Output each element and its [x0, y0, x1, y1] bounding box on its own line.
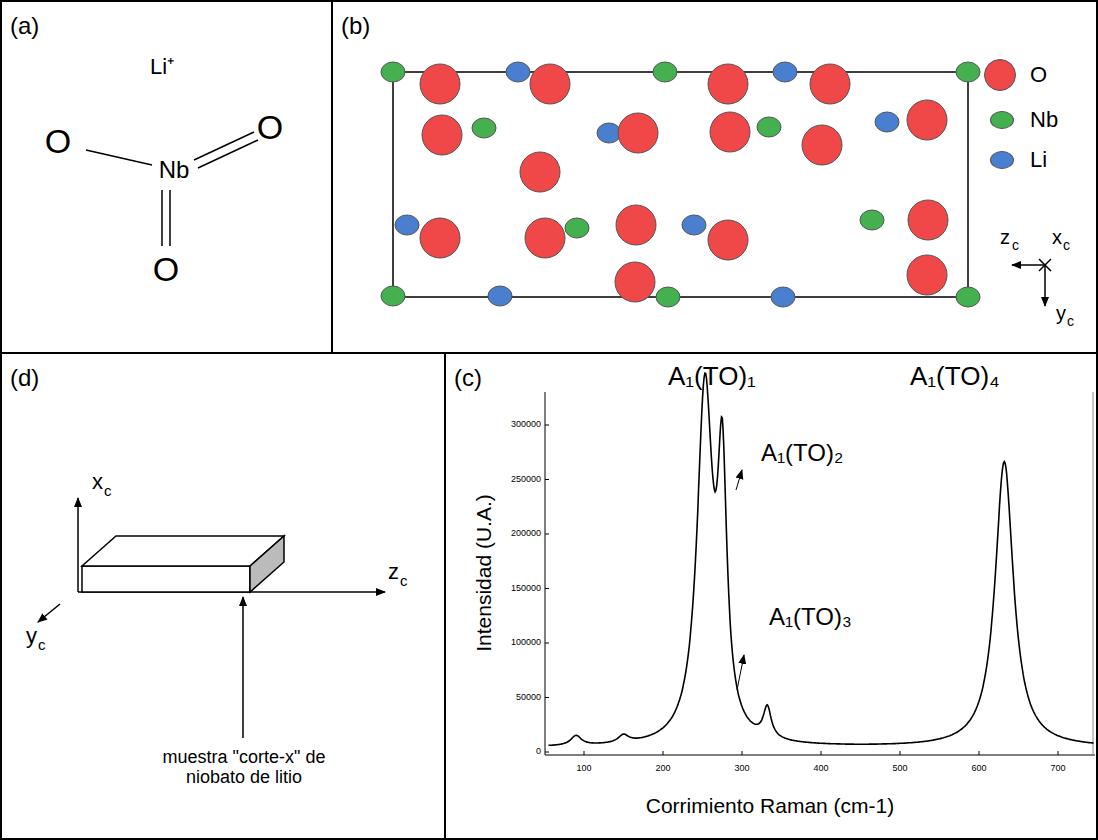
- text-label: y: [26, 624, 37, 648]
- atoms: [381, 62, 980, 307]
- text-label: Corrimiento Raman (cm-1): [646, 794, 895, 817]
- raman-spectrum: [549, 373, 1094, 745]
- sample-slab: [38, 498, 385, 738]
- tick-label: 50000: [516, 693, 541, 703]
- panel-letter: (c): [454, 364, 482, 392]
- legend-swatch: [984, 59, 1016, 91]
- bond-lines: [86, 132, 258, 246]
- text-label: c: [1067, 314, 1074, 329]
- tick-label: 200000: [511, 529, 541, 539]
- tick-label: 600: [971, 764, 986, 774]
- tick-label: 300: [734, 764, 749, 774]
- text-label: c: [1063, 238, 1070, 253]
- text-label: c: [1012, 238, 1019, 253]
- ticks: [545, 425, 1058, 755]
- legend-text: Li: [1030, 148, 1047, 172]
- text-label: z: [388, 560, 399, 584]
- text-label: A₁(TO)₂: [761, 440, 843, 466]
- legend-text: Nb: [1030, 108, 1058, 132]
- panel-letter: (a): [10, 12, 39, 40]
- tick-label: 250000: [511, 475, 541, 485]
- panel: (b): [331, 0, 1098, 354]
- tick-label: 0: [536, 747, 541, 757]
- text-label: x: [1052, 226, 1062, 248]
- panel-letter: (d): [10, 364, 39, 392]
- text-label: y: [1056, 302, 1066, 324]
- tick-label: 700: [1050, 764, 1065, 774]
- tick-label: 300000: [511, 420, 541, 430]
- tick-label: 200: [655, 764, 670, 774]
- text-label: A₁(TO)₁: [668, 362, 756, 391]
- sample-note: muestra "corte-x" de niobato de litio: [158, 748, 330, 788]
- tick-label: 100: [576, 764, 591, 774]
- text-label: O: [153, 251, 179, 288]
- text-label: O: [45, 123, 71, 160]
- legend-swatch: [990, 151, 1014, 169]
- legend-text: O: [1030, 63, 1047, 87]
- text-label: c: [400, 573, 408, 590]
- text-label: c: [38, 637, 46, 654]
- text-label: Nb: [159, 157, 190, 183]
- text-label: x: [92, 470, 103, 494]
- text-label: O: [257, 109, 283, 146]
- panel-letter: (b): [341, 12, 370, 40]
- text-label: Li⁺: [150, 55, 174, 79]
- text-label: c: [104, 483, 112, 500]
- text-label: A₁(TO)₃: [769, 604, 852, 630]
- tick-label: 100000: [511, 638, 541, 648]
- panel: (c): [444, 352, 1098, 840]
- tick-label: 400: [813, 764, 828, 774]
- unit-cell: [393, 72, 968, 297]
- text-label: A₁(TO)₄: [910, 362, 1000, 391]
- text-label: Intensidad (U.A.): [472, 494, 495, 652]
- axes-b: [1012, 259, 1051, 306]
- legend-swatch: [990, 111, 1014, 129]
- text-label: z: [1000, 226, 1010, 248]
- tick-label: 150000: [511, 584, 541, 594]
- tick-label: 500: [892, 764, 907, 774]
